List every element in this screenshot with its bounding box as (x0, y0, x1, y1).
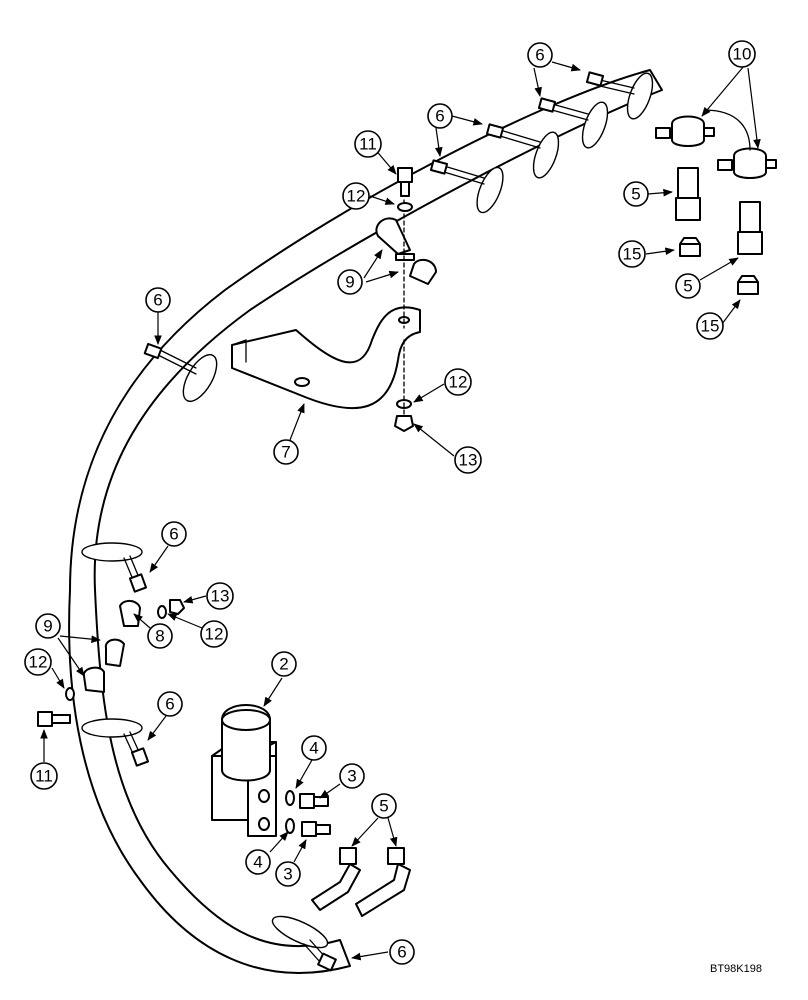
callout-4: 4 (245, 849, 271, 875)
svg-text:6: 6 (169, 525, 178, 544)
callout-4: 4 (301, 735, 327, 761)
callout-balloons: 6 10 6 11 12 9 5 15 5 15 6 12 7 13 6 13 … (24, 40, 756, 965)
callout-6: 6 (389, 939, 415, 965)
svg-text:12: 12 (449, 373, 468, 392)
svg-text:13: 13 (459, 451, 478, 470)
hose-clamp (585, 71, 654, 120)
adapter-fitting (301, 821, 331, 837)
washer (397, 202, 413, 212)
hose-clamp (537, 97, 609, 149)
svg-text:5: 5 (631, 185, 640, 204)
svg-text:13: 13 (211, 587, 230, 606)
callout-6: 6 (427, 103, 453, 129)
callout-9: 9 (35, 613, 61, 639)
svg-text:6: 6 (535, 46, 544, 65)
solenoid-valve (211, 704, 277, 837)
callout-3: 3 (339, 763, 365, 789)
callout-15: 15 (696, 312, 724, 340)
svg-text:2: 2 (279, 655, 288, 674)
svg-text:4: 4 (309, 739, 318, 758)
hose-clamp (485, 123, 560, 179)
callout-12: 12 (444, 368, 472, 396)
svg-text:3: 3 (347, 767, 356, 786)
hose-fitting (675, 167, 701, 221)
callout-7: 7 (273, 439, 299, 465)
svg-text:6: 6 (153, 291, 162, 310)
dust-cap (737, 275, 759, 295)
quick-coupler (717, 147, 777, 179)
callout-6: 6 (161, 521, 187, 547)
svg-text:9: 9 (345, 273, 354, 292)
nut (169, 599, 185, 615)
dust-cap (679, 237, 701, 257)
svg-text:9: 9 (43, 617, 52, 636)
hose-tube (68, 69, 663, 974)
mounting-bracket (231, 306, 421, 410)
hose-clamp (81, 718, 150, 767)
svg-text:12: 12 (205, 625, 224, 644)
callout-3: 3 (275, 861, 301, 887)
svg-text:5: 5 (683, 277, 692, 296)
hose-fitting (737, 201, 763, 255)
bolt (397, 167, 413, 197)
svg-text:11: 11 (359, 135, 377, 154)
svg-text:5: 5 (379, 797, 388, 816)
svg-text:8: 8 (155, 627, 164, 646)
quick-coupler (655, 115, 715, 147)
hose-clamp (429, 159, 504, 214)
callout-10: 10 (728, 40, 756, 68)
callout-6: 6 (145, 287, 171, 313)
bolt (37, 711, 71, 727)
svg-text:12: 12 (347, 187, 366, 206)
washer (157, 605, 167, 619)
svg-text:12: 12 (29, 653, 48, 672)
svg-text:10: 10 (733, 45, 752, 64)
callout-11: 11 (354, 130, 382, 158)
adapter-fitting (299, 793, 329, 809)
leader-lines (40, 61, 761, 961)
bracket-slot-hole (294, 377, 310, 387)
callout-12: 12 (200, 620, 228, 648)
callout-8: 8 (147, 623, 173, 649)
callout-5: 5 (371, 793, 397, 819)
washer (65, 687, 75, 701)
svg-text:15: 15 (701, 317, 720, 336)
svg-text:6: 6 (397, 943, 406, 962)
o-ring (285, 790, 295, 806)
callout-9: 9 (337, 269, 363, 295)
svg-text:6: 6 (165, 695, 174, 714)
o-ring (285, 818, 295, 834)
svg-text:4: 4 (253, 853, 262, 872)
callout-12: 12 (24, 648, 52, 676)
callout-6: 6 (157, 691, 183, 717)
hose-assembly (68, 69, 663, 974)
hose-clamp (143, 342, 218, 403)
hose-clamp (271, 915, 337, 972)
svg-text:11: 11 (35, 767, 53, 786)
hose-retainer (82, 600, 141, 693)
hose-retainer (375, 199, 437, 329)
svg-text:7: 7 (281, 443, 290, 462)
callout-5: 5 (623, 181, 649, 207)
hose-fitting (355, 847, 411, 917)
callout-15: 15 (618, 240, 646, 268)
callout-6: 6 (527, 42, 553, 68)
svg-text:6: 6 (435, 107, 444, 126)
svg-text:3: 3 (283, 865, 292, 884)
hose-fitting (311, 847, 361, 911)
callout-12: 12 (342, 182, 370, 210)
callout-2: 2 (271, 651, 297, 677)
callout-13: 13 (206, 582, 234, 610)
callout-5: 5 (675, 273, 701, 299)
hose-clamp (81, 542, 148, 593)
callout-11: 11 (30, 762, 58, 790)
drawing-reference-code: BT98K198 (710, 963, 762, 975)
callout-13: 13 (454, 446, 482, 474)
svg-text:15: 15 (623, 245, 642, 264)
nut (394, 415, 414, 432)
